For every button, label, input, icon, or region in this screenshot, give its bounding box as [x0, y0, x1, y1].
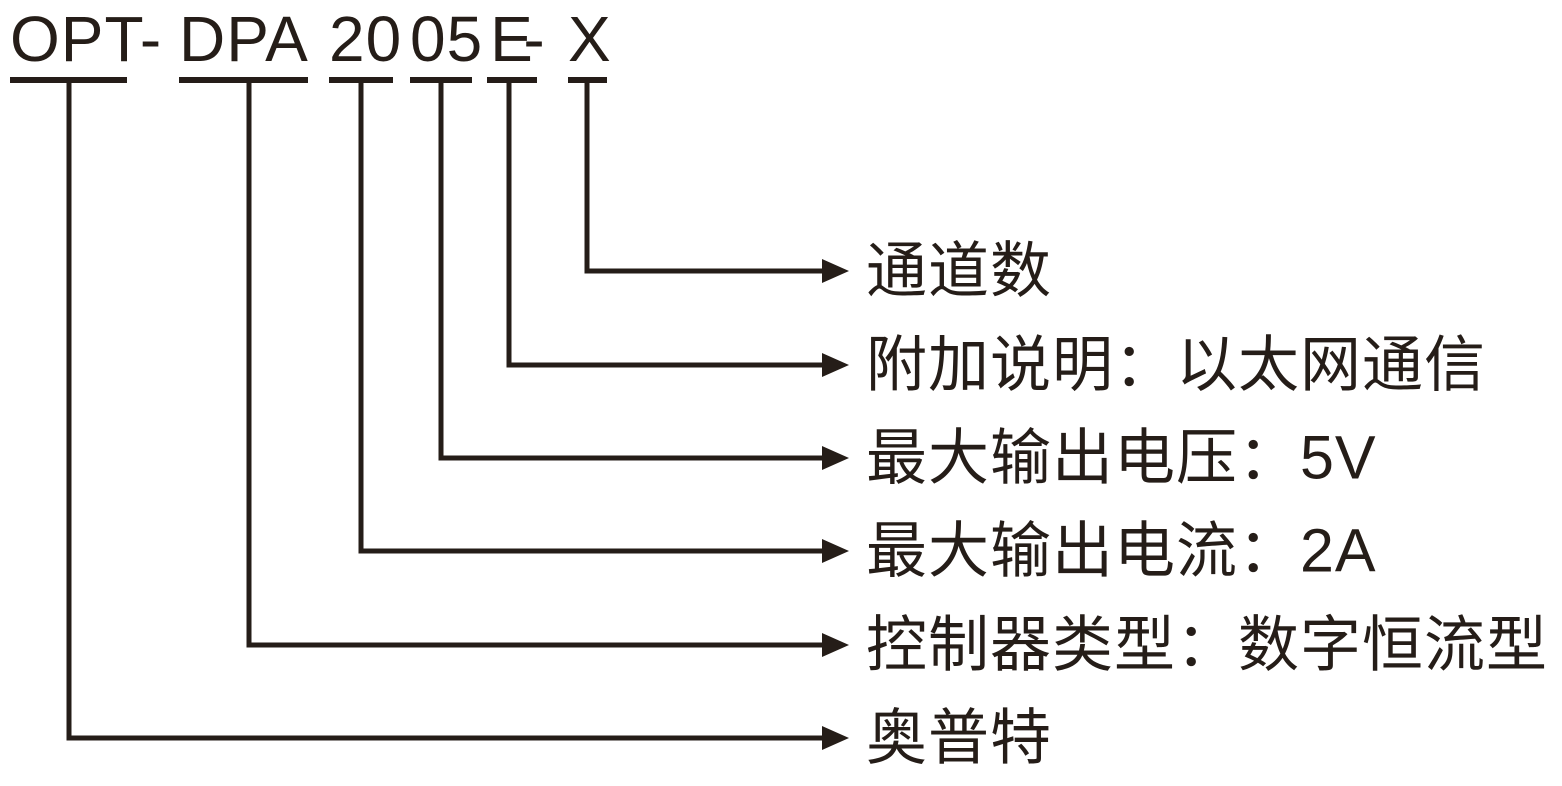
- arrowhead-brand: [822, 726, 849, 750]
- label-channel-count: 通道数: [866, 236, 1053, 305]
- model-segment-x: X: [568, 3, 612, 75]
- label-additional-info: 附加说明：以太网通信: [866, 330, 1487, 399]
- arrowhead-controller: [822, 633, 849, 657]
- connector-e-to-additional-info: [506, 77, 827, 368]
- connector-20-to-max-current: [358, 77, 827, 554]
- connector-05-to-max-voltage: [438, 77, 827, 461]
- connector-opt-to-brand: [66, 77, 827, 741]
- label-max-current: 最大输出电流：2A: [866, 516, 1377, 585]
- connector-dpa-to-controller: [246, 77, 827, 648]
- label-max-voltage: 最大输出电压：5V: [866, 423, 1377, 492]
- arrowhead-max-voltage: [822, 446, 849, 470]
- label-controller-type: 控制器类型：数字恒流型: [866, 610, 1549, 679]
- model-segment-05: 05: [410, 3, 484, 75]
- model-hyphen-2: -: [523, 3, 546, 75]
- model-segment-opt: OPT: [10, 3, 145, 75]
- arrowhead-additional-info: [822, 353, 849, 377]
- model-hyphen-1: -: [139, 3, 163, 75]
- model-segment-e: E: [490, 3, 534, 75]
- connector-x-to-channel-count: [584, 77, 827, 274]
- arrowhead-channel-count: [822, 259, 849, 283]
- arrowhead-max-current: [822, 539, 849, 563]
- label-brand: 奥普特: [866, 703, 1053, 772]
- model-segment-dpa: DPA: [179, 3, 309, 75]
- model-segment-20: 20: [329, 3, 403, 75]
